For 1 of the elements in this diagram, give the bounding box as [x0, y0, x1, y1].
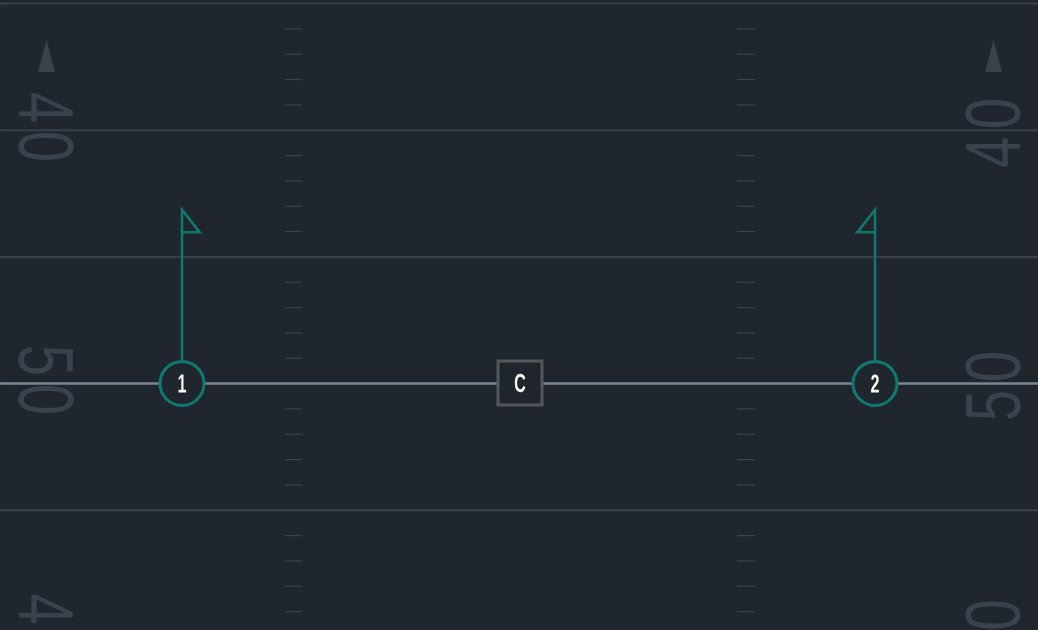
- player-square: C: [496, 359, 544, 407]
